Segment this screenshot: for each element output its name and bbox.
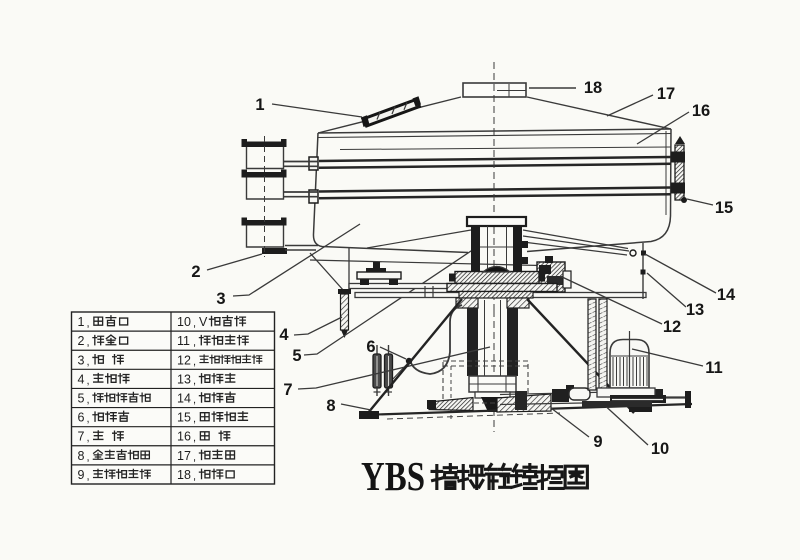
svg-text:10: 10 <box>651 440 669 458</box>
svg-text:,: , <box>193 356 196 368</box>
svg-text:,: , <box>193 337 196 349</box>
svg-text:,: , <box>87 356 90 368</box>
svg-text:10: 10 <box>177 315 191 329</box>
svg-text:7: 7 <box>283 381 292 399</box>
svg-text:14: 14 <box>717 286 736 304</box>
svg-text:,: , <box>87 470 90 482</box>
svg-text:9: 9 <box>593 433 602 451</box>
svg-text:,: , <box>193 375 196 387</box>
svg-text:,: , <box>87 337 90 349</box>
svg-text:,: , <box>193 432 196 444</box>
svg-text:15: 15 <box>715 199 733 217</box>
svg-text:18: 18 <box>584 79 602 97</box>
svg-text:,: , <box>193 413 196 425</box>
svg-text:,: , <box>87 318 90 330</box>
svg-text:V: V <box>199 315 208 329</box>
svg-text:17: 17 <box>657 85 675 103</box>
svg-text:16: 16 <box>177 430 191 444</box>
svg-text:,: , <box>193 394 196 406</box>
svg-text:13: 13 <box>177 372 191 386</box>
svg-text:7: 7 <box>78 430 85 444</box>
svg-text:14: 14 <box>177 392 191 406</box>
svg-text:,: , <box>87 413 90 425</box>
svg-text:5: 5 <box>292 347 301 365</box>
svg-text:5: 5 <box>78 392 85 406</box>
svg-text:8: 8 <box>326 397 335 415</box>
svg-text:15: 15 <box>177 411 191 425</box>
svg-text:YBS: YBS <box>361 453 425 499</box>
svg-text:3: 3 <box>216 290 225 308</box>
svg-text:,: , <box>193 470 196 482</box>
svg-text:17: 17 <box>177 449 191 463</box>
svg-text:6: 6 <box>78 411 85 425</box>
svg-text:1: 1 <box>78 315 85 329</box>
svg-text:,: , <box>87 451 90 463</box>
svg-text:,: , <box>87 375 90 387</box>
svg-text:3: 3 <box>78 353 85 367</box>
svg-text:4: 4 <box>78 372 85 386</box>
svg-text:11: 11 <box>177 334 190 348</box>
svg-text:,: , <box>193 451 196 463</box>
svg-text:6: 6 <box>366 338 375 356</box>
svg-text:1: 1 <box>255 96 264 114</box>
svg-text:8: 8 <box>78 449 85 463</box>
svg-text:11: 11 <box>705 359 722 377</box>
svg-text:,: , <box>193 318 196 330</box>
svg-text:12: 12 <box>663 318 681 336</box>
svg-text:,: , <box>87 432 90 444</box>
svg-text:16: 16 <box>692 102 710 120</box>
svg-text:,: , <box>87 394 90 406</box>
svg-text:4: 4 <box>279 326 289 344</box>
svg-text:13: 13 <box>686 301 704 319</box>
svg-text:2: 2 <box>191 263 200 281</box>
svg-text:18: 18 <box>177 468 191 482</box>
svg-text:9: 9 <box>78 468 85 482</box>
svg-text:12: 12 <box>177 353 191 367</box>
svg-text:2: 2 <box>78 334 85 348</box>
